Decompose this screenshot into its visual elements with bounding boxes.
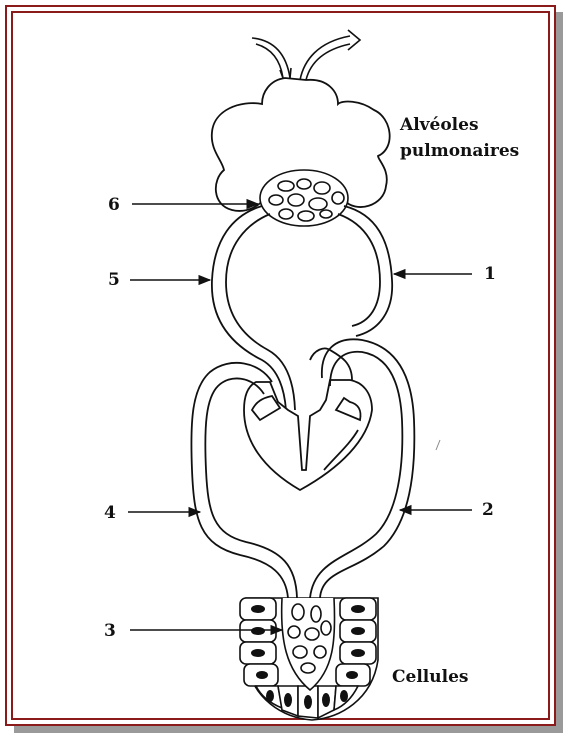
cellules-label: Cellules bbox=[392, 667, 468, 687]
pulmonary-capillaries bbox=[260, 170, 348, 226]
label-4: 4 bbox=[104, 503, 116, 523]
label-1: 1 bbox=[484, 264, 496, 284]
alveoles-label-line1: Alvéoles bbox=[399, 115, 479, 135]
label-5: 5 bbox=[108, 270, 120, 290]
alveoles-label-line2: pulmonaires bbox=[400, 141, 519, 161]
label-6: 6 bbox=[108, 195, 120, 215]
label-2: 2 bbox=[482, 500, 494, 520]
label-3: 3 bbox=[104, 621, 116, 641]
